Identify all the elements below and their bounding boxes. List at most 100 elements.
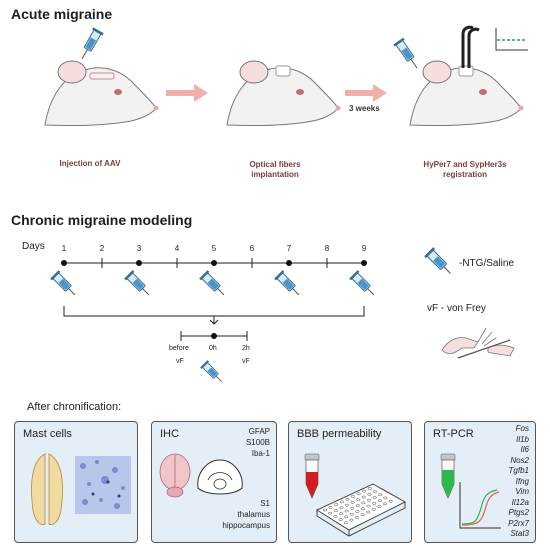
well xyxy=(339,506,344,510)
well xyxy=(372,490,378,493)
caption-registration-2: registration xyxy=(442,170,487,179)
region: hippocampus xyxy=(222,521,270,530)
well xyxy=(360,513,365,517)
gene: Tgfb1 xyxy=(508,466,529,475)
well xyxy=(322,508,328,512)
well xyxy=(361,501,366,505)
day-label: 8 xyxy=(324,244,330,253)
well xyxy=(372,496,377,499)
well xyxy=(328,511,333,515)
day-label: 6 xyxy=(249,244,255,253)
well xyxy=(333,515,338,518)
well xyxy=(338,512,344,516)
microscopy-image xyxy=(75,456,131,514)
well xyxy=(362,489,367,493)
gene: Stat3 xyxy=(510,529,529,538)
legend-ntg: -NTG/Saline xyxy=(459,258,515,269)
well xyxy=(356,492,361,496)
day-label: 5 xyxy=(211,244,217,253)
gene: Nos2 xyxy=(510,455,529,465)
tube-icon xyxy=(440,453,456,500)
sub-label-2h: 2h xyxy=(242,345,250,352)
well xyxy=(349,512,354,516)
marker: Iba-1 xyxy=(251,449,270,458)
panel-title: IHC xyxy=(160,428,179,440)
day-label: 4 xyxy=(174,244,180,253)
well xyxy=(350,495,356,498)
region: thalamus xyxy=(237,510,270,519)
well xyxy=(371,507,376,511)
panel-bbb: BBB permeability xyxy=(288,421,412,543)
well xyxy=(328,505,333,509)
well xyxy=(372,502,377,505)
caption-registration-1: HyPer7 and SypHer3s xyxy=(423,160,507,169)
well xyxy=(355,510,360,513)
well xyxy=(344,515,349,519)
signal-trace-icon xyxy=(495,28,528,51)
gene: Il6 xyxy=(520,445,529,454)
well xyxy=(377,505,382,508)
panel-ihc: IHC GFAP S100B Iba-1 S1 thalamus hippoca… xyxy=(151,421,277,543)
gene: Il1b xyxy=(516,434,529,444)
well xyxy=(366,510,371,514)
well xyxy=(350,501,355,504)
sub-label-0h: 0h xyxy=(209,345,217,352)
ihc-regions: S1 thalamus hippocampus xyxy=(222,498,270,531)
rat-head-2 xyxy=(226,60,341,127)
well xyxy=(344,509,349,513)
panel-title: Mast cells xyxy=(23,428,72,440)
well xyxy=(361,495,366,499)
days-label: Days xyxy=(22,241,45,252)
panel-title: RT-PCR xyxy=(433,428,474,440)
marker: GFAP xyxy=(248,427,270,436)
day-label: 2 xyxy=(99,244,105,253)
well xyxy=(367,492,372,496)
well xyxy=(378,493,383,497)
rat-head-3 xyxy=(409,60,524,127)
syringe-icon xyxy=(349,270,375,296)
after-title: After chronification: xyxy=(27,401,122,413)
timeline xyxy=(61,258,367,341)
gene: Ifng xyxy=(515,476,529,486)
well xyxy=(367,487,372,490)
panel-mast-cells: Mast cells xyxy=(14,421,138,543)
panel-rtpcr: RT-PCR Fos Il1b Il6 Nos2 Tgfb1 Ifng Vim … xyxy=(424,421,536,543)
syringe-icon xyxy=(81,27,104,60)
well xyxy=(349,518,354,522)
acute-title: Acute migraine xyxy=(11,6,113,22)
caption-injection: Injection of AAV xyxy=(59,159,121,168)
well xyxy=(366,504,371,508)
well xyxy=(360,507,366,511)
syringe-icon xyxy=(274,270,300,296)
dura-mater-icon xyxy=(31,453,63,525)
rat-head-1 xyxy=(44,60,159,127)
arrow-icon xyxy=(345,84,387,102)
brain-icon xyxy=(159,453,191,498)
well xyxy=(344,503,350,507)
tube-icon xyxy=(304,453,320,500)
arrow-icon xyxy=(166,84,208,102)
day-label: 7 xyxy=(286,244,292,253)
legend-vf: vF - von Frey xyxy=(427,303,486,314)
ihc-markers: GFAP S100B Iba-1 xyxy=(246,426,270,459)
amplification-curve-icon xyxy=(459,482,501,529)
day-label: 3 xyxy=(136,244,142,253)
marker: S100B xyxy=(245,438,270,447)
well xyxy=(383,496,388,500)
sub-label-before: before xyxy=(169,345,189,352)
well xyxy=(377,499,382,503)
well xyxy=(366,498,372,502)
gene: Ptgs2 xyxy=(508,508,529,517)
interval-label: 3 weeks xyxy=(349,104,380,113)
caption-implant-1: Optical fibers xyxy=(249,160,301,169)
chronic-title: Chronic migraine modeling xyxy=(11,212,193,228)
well xyxy=(345,497,350,501)
day-label: 9 xyxy=(361,244,367,253)
well xyxy=(343,521,348,525)
region: S1 xyxy=(260,499,270,508)
brain-slice-icon xyxy=(197,459,243,495)
well xyxy=(338,518,343,521)
syringe-icon xyxy=(50,270,76,296)
well-plate-icon xyxy=(315,483,407,537)
syringe-icon xyxy=(393,37,418,69)
